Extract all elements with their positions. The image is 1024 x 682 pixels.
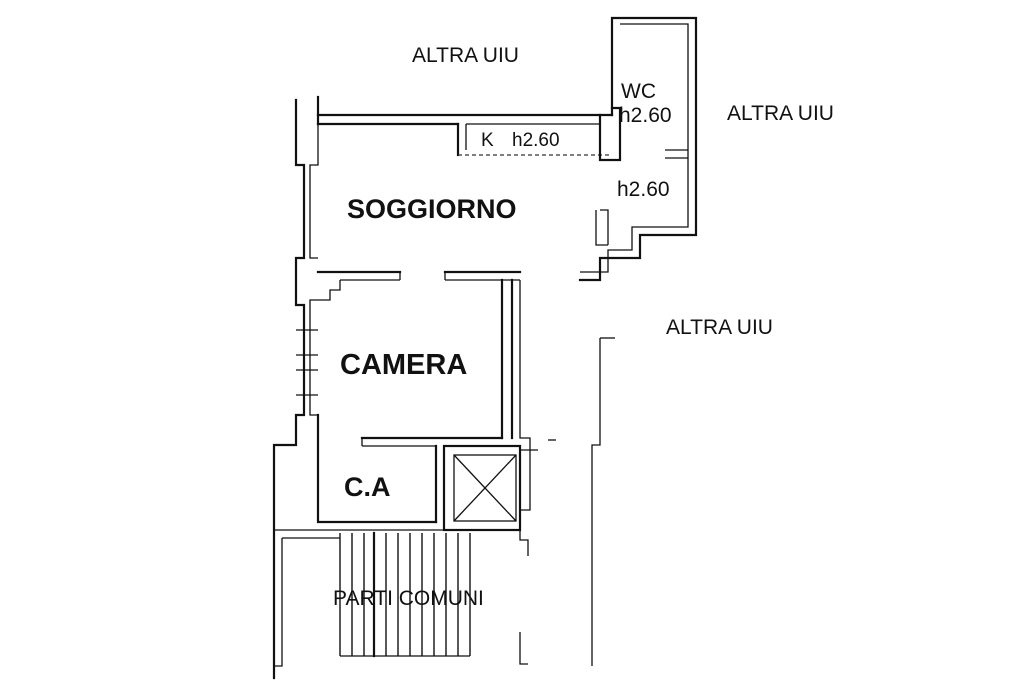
wc-label: WC [621, 80, 656, 103]
altra-uiu-top-label: ALTRA UIU [412, 44, 519, 67]
common-stairs [274, 529, 528, 667]
kitchen-label: K [481, 130, 494, 151]
altra-uiu-right-top-label: ALTRA UIU [727, 102, 834, 125]
parti-comuni-label: PARTI COMUNI [333, 587, 484, 610]
top-wall [316, 95, 614, 126]
soggiorno-camera-partition [316, 270, 522, 301]
kitchen-niche [456, 122, 612, 157]
altra-uiu-right-mid-label: ALTRA UIU [666, 316, 773, 339]
camera-label: CAMERA [340, 349, 467, 381]
lift-shaft [442, 444, 531, 556]
corridor-height-label: h2.60 [617, 178, 670, 201]
left-facade-wall [272, 98, 319, 680]
ca-label: C.A [344, 472, 391, 502]
camera-bottom-wall [360, 436, 504, 447]
wc-block [578, 16, 698, 282]
wc-height-label: h2.60 [619, 104, 672, 127]
kitchen-height-label: h2.60 [512, 130, 560, 151]
soggiorno-label: SOGGIORNO [347, 194, 517, 224]
corridor-walls [500, 278, 615, 666]
